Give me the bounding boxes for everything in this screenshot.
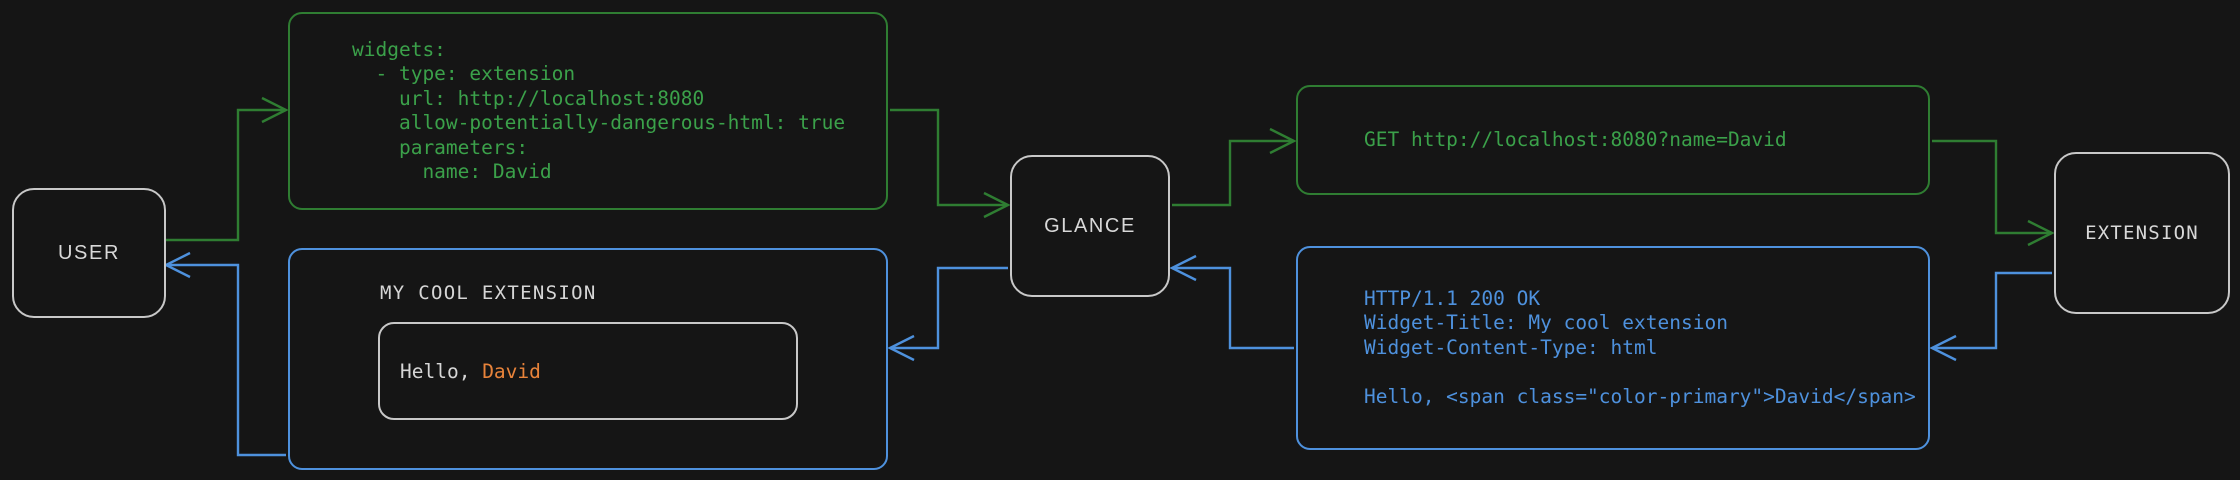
yaml-config-text: widgets: - type: extension url: http://l… — [352, 37, 846, 184]
wire-glance-to-get — [1172, 139, 1294, 207]
arrowhead-extension-to-response — [1929, 334, 1957, 362]
arrowhead-widget-to-user — [163, 251, 191, 279]
node-user[interactable]: USER — [12, 188, 166, 318]
widget-content-card: Hello, David — [378, 322, 798, 420]
wire-response-to-glance — [1172, 266, 1294, 350]
node-glance-label: GLANCE — [1044, 214, 1136, 237]
rendered-widget-box[interactable]: MY COOL EXTENSION Hello, David — [288, 248, 888, 470]
arrowhead-glance-to-widget — [887, 334, 915, 362]
widget-greeting-text: Hello, — [400, 359, 483, 383]
get-request-text: GET http://localhost:8080?name=David — [1364, 127, 1787, 151]
wire-widget-to-user — [166, 263, 286, 457]
wire-yaml-to-glance — [890, 108, 1008, 207]
arrowhead-response-to-glance — [1169, 254, 1197, 282]
node-user-label: USER — [58, 241, 120, 264]
widget-greeting-name: David — [482, 359, 541, 383]
arrowhead-glance-to-get — [1269, 127, 1297, 155]
arrowhead-yaml-to-glance — [983, 191, 1011, 219]
wire-extension-to-response — [1932, 271, 2052, 350]
http-response-box[interactable]: HTTP/1.1 200 OK Widget-Title: My cool ex… — [1296, 246, 1930, 450]
get-request-box[interactable]: GET http://localhost:8080?name=David — [1296, 85, 1930, 195]
wire-user-to-yaml — [166, 108, 286, 242]
http-response-text: HTTP/1.1 200 OK Widget-Title: My cool ex… — [1364, 286, 1916, 408]
arrowhead-get-to-extension — [2027, 219, 2055, 247]
yaml-config-box[interactable]: widgets: - type: extension url: http://l… — [288, 12, 888, 210]
wire-glance-to-widget — [890, 266, 1008, 350]
wire-get-to-extension — [1932, 139, 2052, 235]
node-extension-label: EXTENSION — [2085, 222, 2199, 244]
arrowhead-user-to-yaml — [261, 96, 289, 124]
widget-title: MY COOL EXTENSION — [380, 282, 597, 304]
node-glance[interactable]: GLANCE — [1010, 155, 1170, 297]
node-extension[interactable]: EXTENSION — [2054, 152, 2230, 314]
